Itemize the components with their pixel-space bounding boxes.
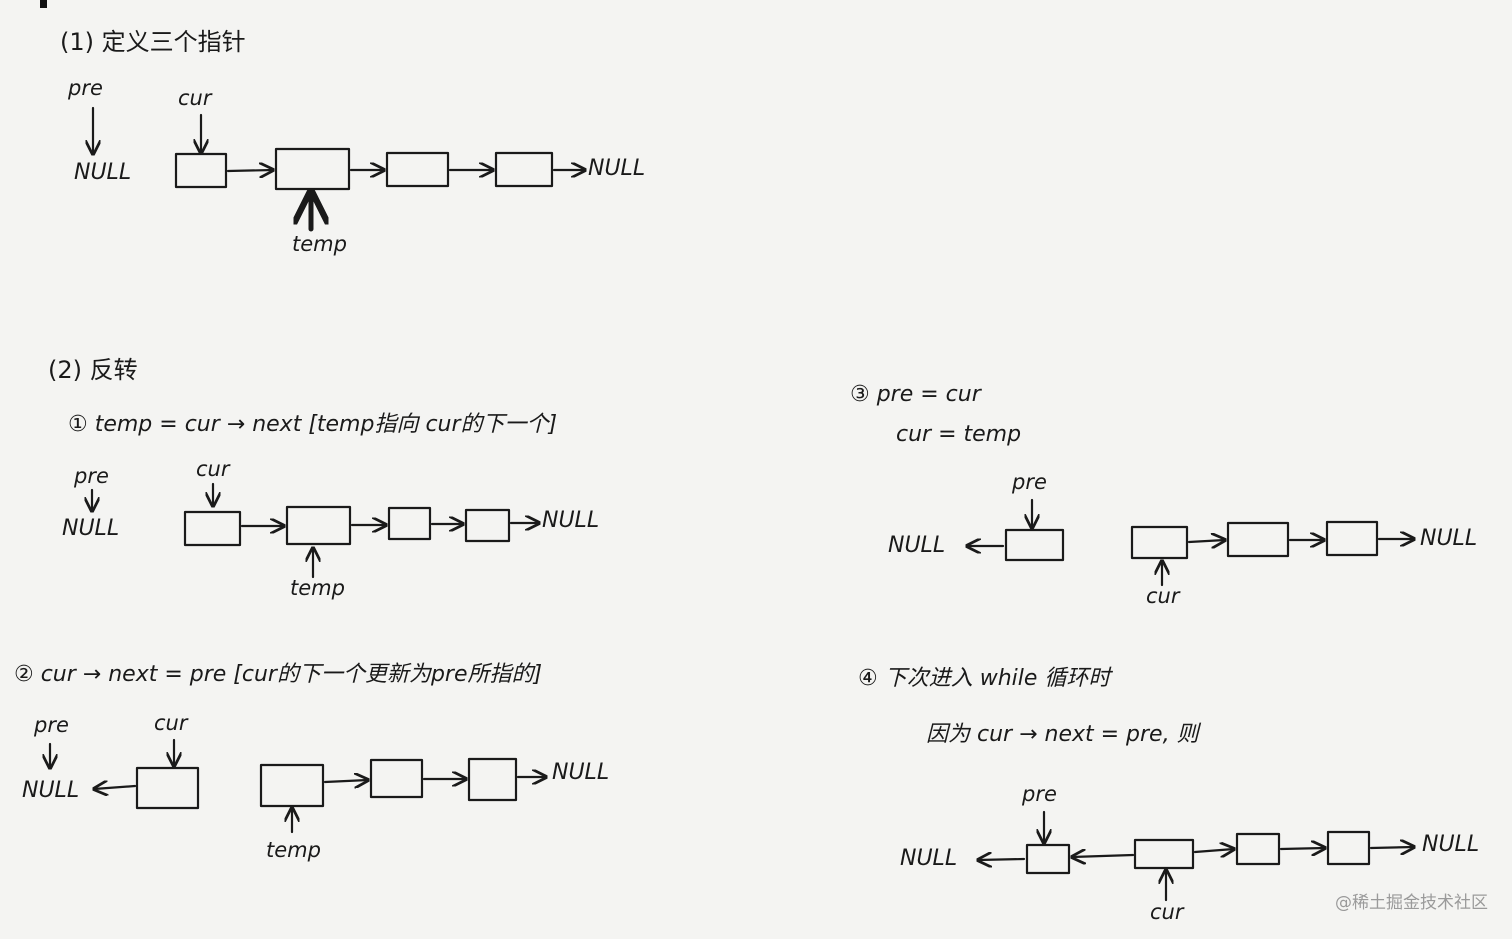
- section-1-title: (1) 定义三个指针: [60, 28, 246, 56]
- watermark: @稀土掘金技术社区: [1335, 893, 1488, 913]
- d1-node-3: [385, 151, 450, 188]
- s3-cur-label: cur: [1146, 584, 1180, 608]
- d1-null-left: NULL: [74, 160, 132, 185]
- s2-link-back: [94, 786, 137, 789]
- step-2-code: ② cur → next = pre [cur的下一个更新为pre所指的]: [14, 662, 543, 687]
- step-4-code-line2: 因为 cur → next = pre, 则: [926, 722, 1199, 747]
- s3-null-left: NULL: [888, 533, 946, 558]
- step-1-code: ① temp = cur → next [temp指向 cur的下一个]: [68, 412, 558, 437]
- s4-null-right: NULL: [1422, 832, 1480, 857]
- s4-link-null: [1369, 847, 1414, 848]
- s1-node-4: [464, 508, 511, 543]
- d1-temp-label: temp: [292, 232, 347, 256]
- s2-node-2: [259, 763, 325, 808]
- s1-node-2: [285, 505, 352, 546]
- s2-node-1: [135, 766, 200, 810]
- s1-null-left: NULL: [62, 516, 120, 541]
- d1-node-1: [174, 152, 228, 189]
- s3-link-2: [1187, 540, 1225, 542]
- s2-cur-label: cur: [154, 711, 188, 735]
- s4-link-back-1: [978, 859, 1026, 860]
- s4-link-back-2: [1072, 855, 1135, 857]
- s4-node-4: [1326, 830, 1371, 866]
- d1-link-1: [226, 170, 273, 171]
- s1-cur-label: cur: [196, 457, 230, 481]
- s4-cur-label: cur: [1150, 900, 1184, 924]
- d1-null-right: NULL: [588, 156, 646, 181]
- s4-null-left: NULL: [900, 846, 958, 871]
- step-4-code-line1: ④ 下次进入 while 循环时: [858, 666, 1111, 691]
- d1-node-4: [494, 151, 554, 188]
- step-3-code-line2: cur = temp: [896, 422, 1022, 447]
- step-3-code-line1: ③ pre = cur: [850, 382, 981, 407]
- d1-node-2: [274, 147, 351, 191]
- s4-node-cur: [1133, 838, 1195, 870]
- s2-null-right: NULL: [552, 760, 610, 785]
- s1-pre-label: pre: [74, 464, 109, 488]
- s2-node-4: [467, 757, 518, 802]
- s3-null-right: NULL: [1420, 526, 1478, 551]
- d1-pre-label: pre: [68, 76, 103, 100]
- corner-mark: [40, 0, 47, 8]
- s4-pre-label: pre: [1022, 782, 1057, 806]
- s4-link-3: [1193, 849, 1234, 852]
- s3-node-cur: [1130, 525, 1189, 560]
- s2-node-3: [369, 758, 424, 799]
- s1-node-1: [183, 510, 242, 547]
- s1-null-right: NULL: [542, 508, 600, 533]
- d1-cur-label: cur: [178, 86, 212, 110]
- s2-pre-label: pre: [34, 713, 69, 737]
- s1-temp-label: temp: [290, 576, 345, 600]
- s1-node-3: [387, 506, 432, 541]
- s2-null-left: NULL: [22, 778, 80, 803]
- s2-link-2: [323, 780, 368, 782]
- s4-link-4: [1279, 848, 1325, 849]
- s2-temp-label: temp: [266, 838, 321, 862]
- s3-pre-label: pre: [1012, 470, 1047, 494]
- s3-node-3: [1226, 521, 1290, 558]
- s4-node-3: [1235, 832, 1281, 866]
- s3-node-pre: [1004, 528, 1065, 562]
- section-2-title: (2) 反转: [48, 356, 138, 384]
- s3-node-4: [1325, 520, 1379, 557]
- s4-node-pre: [1025, 843, 1071, 875]
